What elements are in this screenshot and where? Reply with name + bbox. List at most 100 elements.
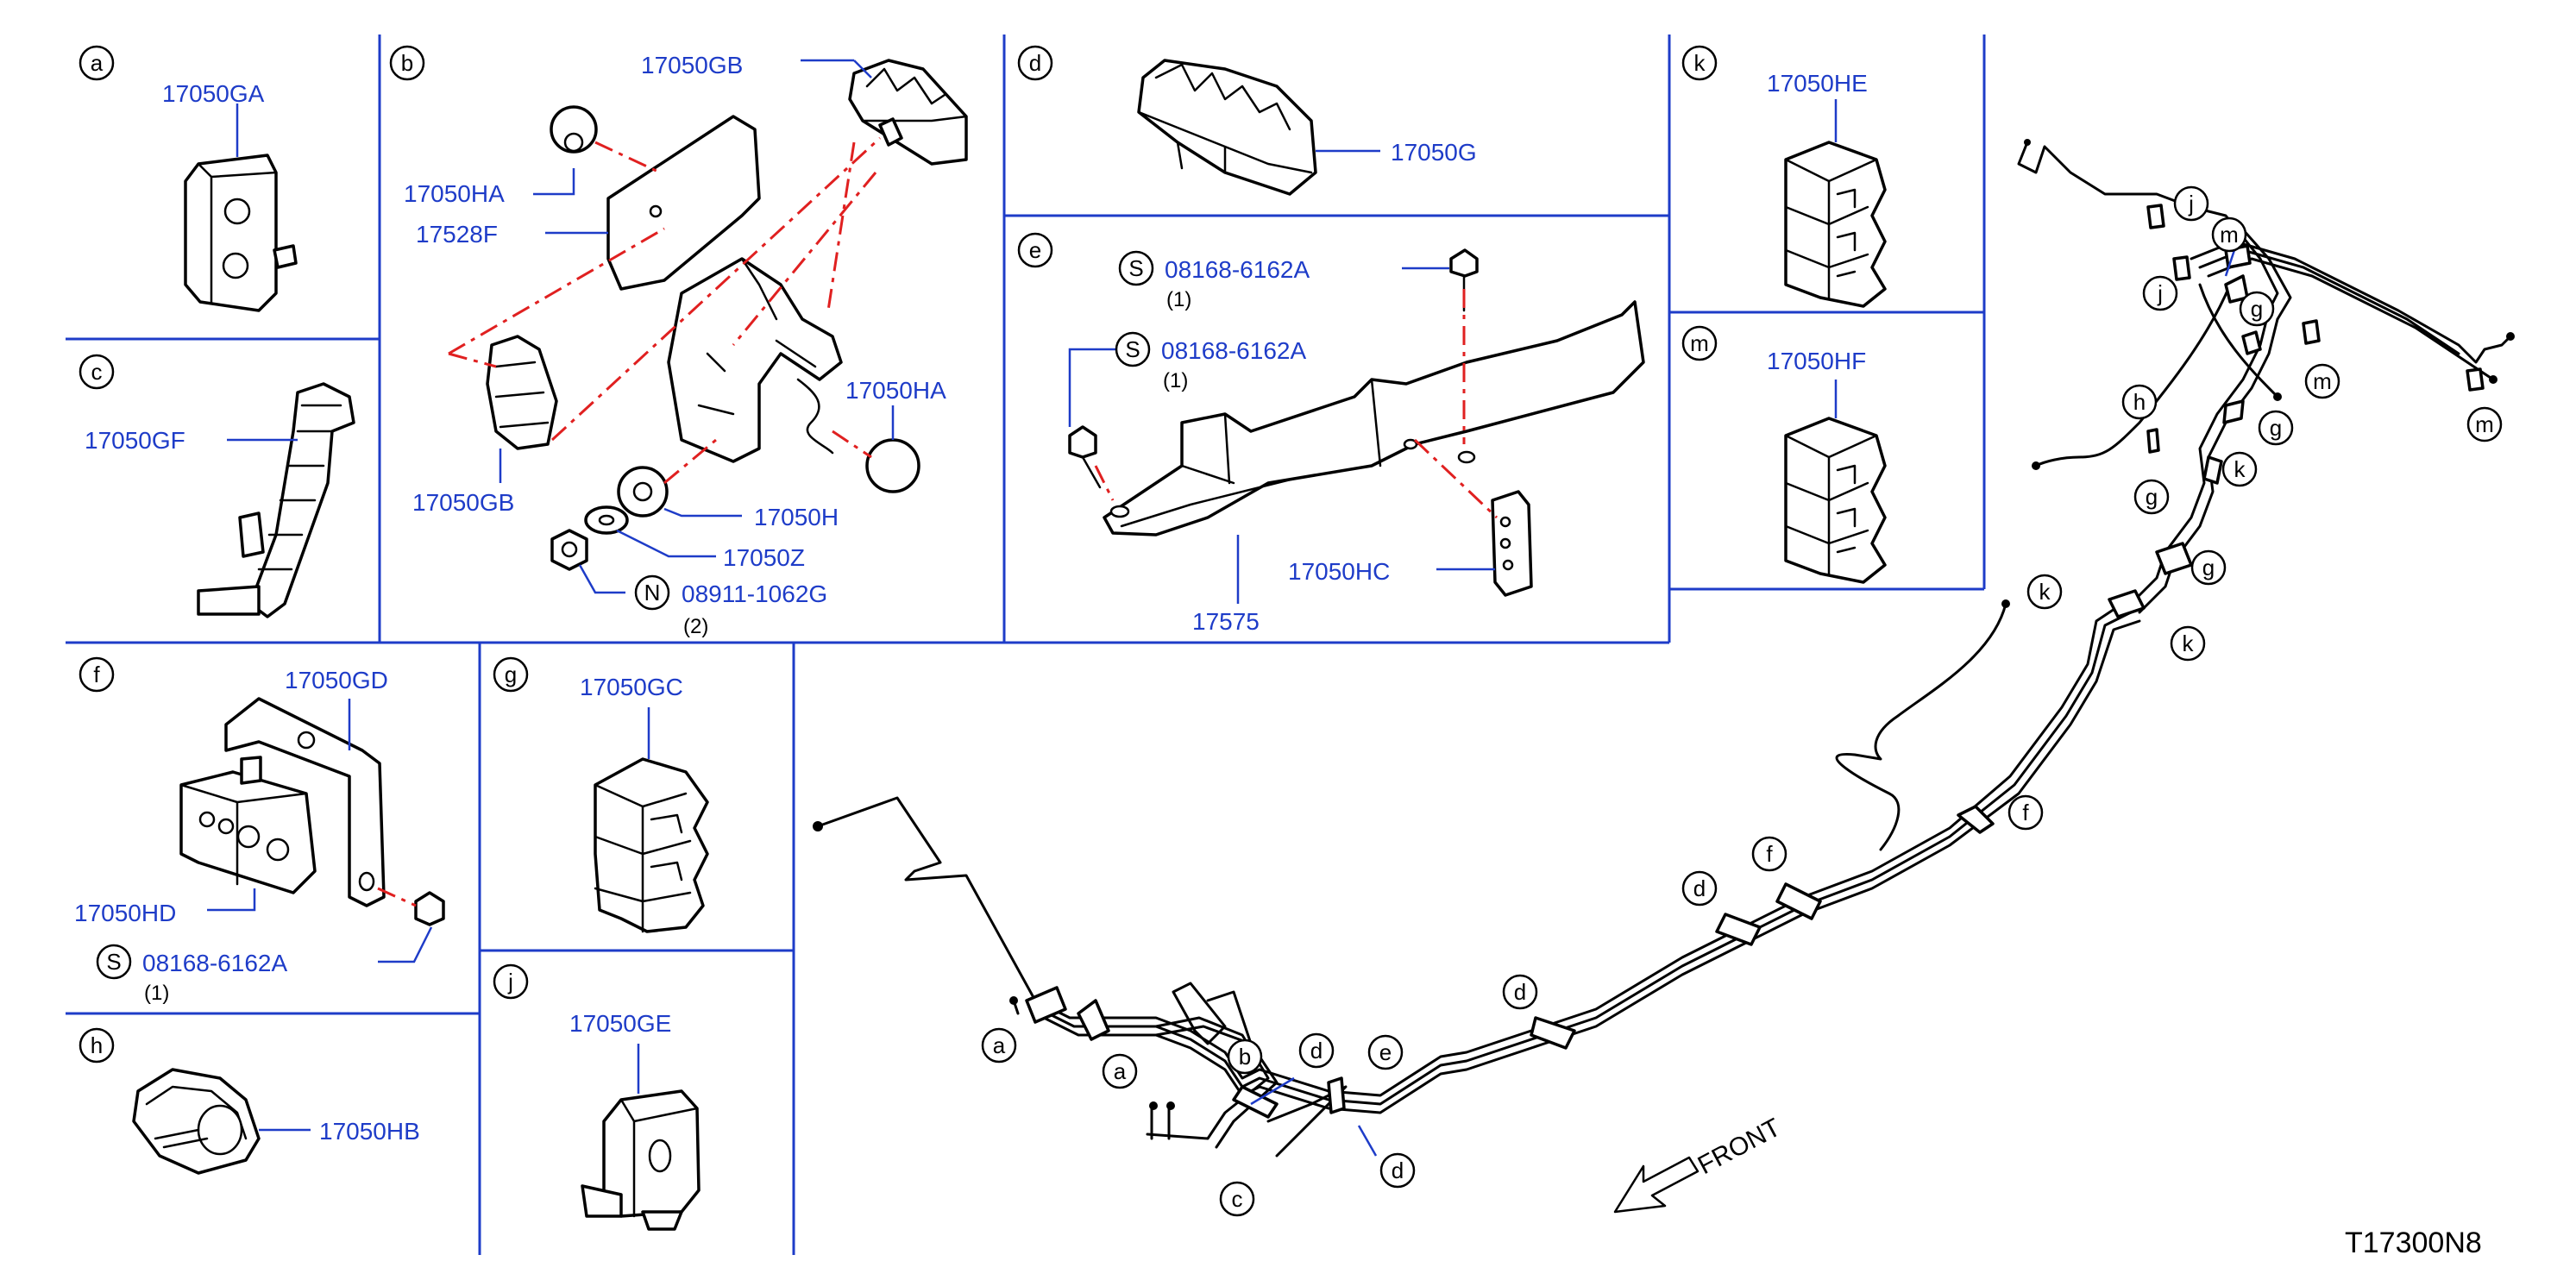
label-17050GB-left: 17050GB [412, 489, 514, 516]
callout-a-1: a [981, 1027, 1017, 1064]
label-17050HD: 17050HD [74, 900, 176, 926]
part-m-clip [1784, 417, 1887, 584]
section-b-marker: b [389, 45, 425, 81]
symbol-s-f: S [106, 949, 121, 975]
svg-text:k: k [2234, 456, 2246, 482]
part-a-clip [184, 154, 298, 312]
svg-text:e: e [1379, 1039, 1392, 1065]
svg-text:m: m [2313, 368, 2332, 394]
callout-k-3: k [2221, 451, 2258, 487]
part-b-red-dashes [448, 136, 882, 485]
label-17050GF: 17050GF [85, 427, 185, 454]
svg-text:d: d [1392, 1158, 1404, 1183]
qty-e1: (1) [1166, 288, 1191, 311]
label-17050Z: 17050Z [723, 544, 805, 571]
svg-text:g: g [2251, 296, 2263, 322]
callout-g-2: g [2258, 410, 2294, 446]
section-e-marker: e [1017, 232, 1053, 268]
svg-text:h: h [91, 1032, 103, 1058]
section-g-marker: g [493, 656, 529, 693]
svg-text:d: d [1514, 979, 1526, 1005]
callout-m-3: m [2466, 406, 2503, 442]
symbol-s-e1: S [1128, 255, 1143, 281]
callout-a-2: a [1102, 1053, 1138, 1089]
callout-j-2: j [2142, 275, 2178, 311]
callout-g-4: g [2190, 549, 2227, 586]
callout-d-2: d [1379, 1152, 1416, 1189]
label-17050GB-top: 17050GB [641, 52, 743, 78]
label-08911-1062G: 08911-1062G [682, 580, 827, 607]
part-g-clip [594, 757, 709, 933]
callout-m-1: m [2211, 216, 2247, 253]
svg-text:j: j [2188, 191, 2194, 216]
callout-d-3: d [1502, 974, 1538, 1010]
label-17050GD: 17050GD [285, 667, 388, 693]
callout-f-2: f [2007, 794, 2044, 831]
svg-text:f: f [2022, 800, 2029, 825]
svg-text:a: a [993, 1032, 1006, 1058]
section-k-marker: k [1681, 45, 1718, 81]
label-17050HA-right: 17050HA [845, 377, 946, 404]
svg-text:g: g [2202, 555, 2215, 580]
svg-text:b: b [1239, 1044, 1251, 1070]
qty-e2: (1) [1163, 369, 1188, 392]
section-m-marker: m [1681, 325, 1718, 361]
svg-text:k: k [1694, 50, 1706, 76]
svg-text:f: f [1766, 841, 1773, 867]
label-17050G: 17050G [1391, 139, 1477, 166]
svg-text:g: g [2146, 484, 2158, 510]
label-17050HA-left: 17050HA [404, 180, 505, 207]
part-f-bracket [179, 697, 445, 926]
label-17528F: 17528F [416, 221, 498, 248]
label-17050GA: 17050GA [162, 80, 265, 107]
svg-text:k: k [2039, 579, 2051, 605]
callout-e: e [1367, 1034, 1404, 1070]
label-08168-6162A-e2: 08168-6162A [1161, 337, 1306, 364]
svg-text:g: g [2270, 415, 2282, 441]
qty-f: (1) [144, 982, 169, 1005]
svg-text:b: b [401, 50, 413, 76]
label-17050HC: 17050HC [1288, 558, 1390, 585]
callout-g-1: g [2239, 291, 2275, 327]
section-d-marker: d [1017, 45, 1053, 81]
symbol-n: N [644, 580, 661, 605]
diagram-code: T17300N8 [2345, 1227, 2482, 1259]
callout-d-1: d [1298, 1032, 1335, 1069]
svg-text:c: c [91, 359, 103, 385]
svg-text:c: c [1232, 1186, 1243, 1212]
label-17575: 17575 [1192, 608, 1260, 635]
svg-text:a: a [91, 50, 104, 76]
overview-callouts: a a b c d d d d e f f g g g g h j j k k … [981, 185, 2503, 1217]
svg-text:d: d [1693, 875, 1706, 901]
label-08168-6162A-f: 08168-6162A [142, 950, 287, 976]
svg-text:j: j [2157, 280, 2163, 306]
svg-text:m: m [2220, 222, 2239, 248]
svg-text:m: m [2475, 411, 2494, 437]
callout-b: b [1227, 1038, 1263, 1075]
callout-h: h [2121, 384, 2158, 420]
callout-d-4: d [1681, 870, 1718, 907]
symbol-s-e2: S [1125, 336, 1140, 362]
section-c-marker: c [79, 354, 115, 390]
label-17050GC: 17050GC [580, 674, 683, 700]
svg-text:m: m [1690, 330, 1709, 356]
callout-g-3: g [2133, 479, 2170, 515]
svg-text:d: d [1310, 1038, 1323, 1064]
callout-m-2: m [2304, 363, 2340, 399]
label-17050H: 17050H [754, 504, 839, 530]
part-d-clip [1137, 59, 1317, 196]
part-c-clamp [197, 382, 355, 618]
callout-k-1: k [2026, 574, 2063, 610]
part-e-bracket [1068, 248, 1645, 597]
svg-text:e: e [1029, 237, 1041, 263]
svg-text:h: h [2133, 389, 2146, 415]
svg-text:d: d [1029, 50, 1041, 76]
section-f-marker: f [79, 656, 115, 693]
overview-leaders [1250, 249, 2236, 1157]
label-17050HF: 17050HF [1767, 348, 1866, 374]
part-k-clip [1784, 141, 1887, 308]
callout-f-1: f [1751, 836, 1787, 872]
callout-c: c [1219, 1181, 1255, 1217]
